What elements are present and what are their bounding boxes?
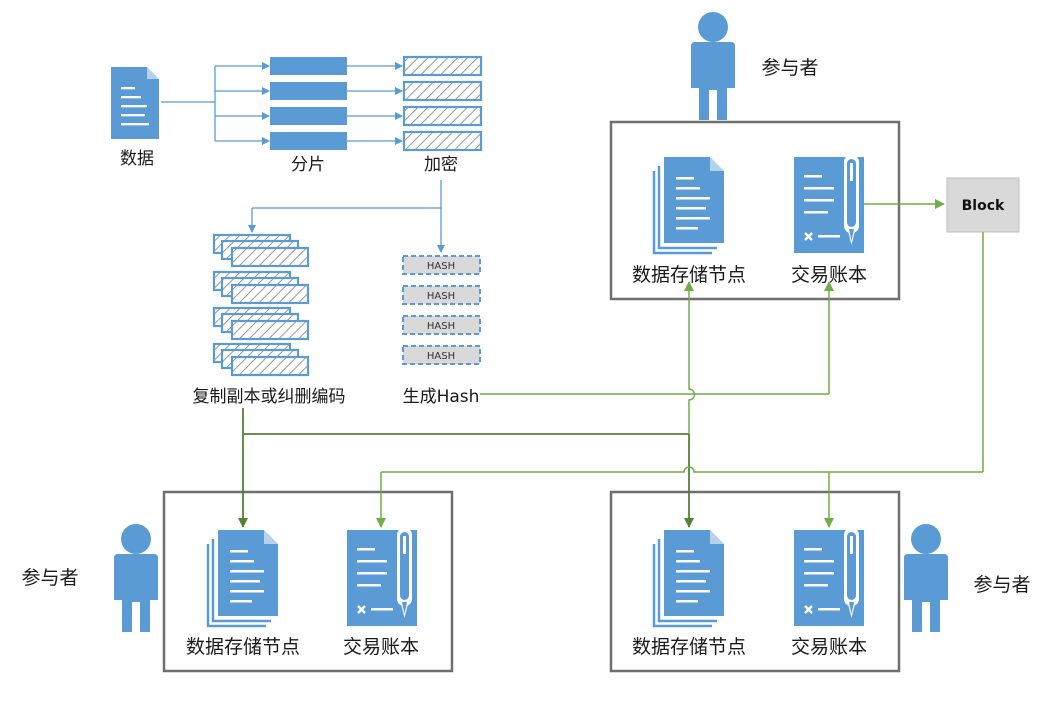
svg-text:HASH: HASH [427, 321, 455, 332]
ledger-label: 交易账本 [343, 636, 419, 658]
encrypted-bar [402, 130, 483, 152]
ledger-label: 交易账本 [791, 264, 867, 286]
svg-text:HASH: HASH [427, 291, 455, 302]
hash-box: HASH [402, 345, 481, 365]
participant-person-icon [904, 524, 948, 632]
svg-text:HASH: HASH [427, 261, 455, 272]
shard-bar [270, 107, 347, 125]
replica-distribution-lines [238, 408, 694, 528]
encrypted-bar [402, 80, 483, 102]
block-box: Block [946, 177, 1020, 233]
ledger-icon [345, 528, 419, 628]
ledger-icon [792, 528, 866, 628]
participant-name: 参与者 [973, 574, 1030, 596]
encrypted-bar [402, 105, 483, 127]
shard-bar [270, 132, 347, 150]
storage-node-icon [206, 528, 280, 628]
gen-hash-label: 生成Hash [403, 387, 480, 407]
shard-bar [270, 57, 347, 75]
shard-label: 分片 [291, 155, 325, 175]
encrypt-arrows [347, 62, 403, 145]
hash-box: HASH [402, 315, 481, 335]
storage-node-icon [652, 155, 726, 255]
storage-node-label: 数据存储节点 [632, 264, 746, 286]
replicate-label: 复制副本或纠删编码 [193, 387, 346, 407]
shard-fanout-lines [161, 62, 270, 145]
shard-bar [270, 82, 347, 100]
participant-person-icon [114, 524, 158, 632]
hash-box: HASH [402, 255, 481, 275]
block-label: Block [962, 198, 1005, 214]
data-file [111, 67, 159, 139]
replica-chunks [212, 233, 310, 377]
encrypt-label: 加密 [424, 155, 458, 175]
storage-node-icon [652, 528, 726, 628]
ledger-icon [792, 155, 866, 255]
participant-person-icon [691, 12, 735, 120]
encrypt-split-lines [248, 180, 445, 253]
storage-node-label: 数据存储节点 [632, 636, 746, 658]
svg-text:HASH: HASH [427, 351, 455, 362]
data-label: 数据 [120, 149, 154, 169]
encrypted-bar [402, 55, 483, 77]
hash-box: HASH [402, 285, 481, 305]
ledger-label: 交易账本 [791, 636, 867, 658]
encrypted-bars [402, 55, 483, 152]
participant-name: 参与者 [21, 567, 78, 589]
shard-bars [270, 57, 347, 150]
hash-ledger-lines [376, 199, 984, 528]
hash-boxes: HASH HASH HASH HASH [402, 255, 481, 365]
storage-node-label: 数据存储节点 [186, 636, 300, 658]
participant-name: 参与者 [761, 57, 818, 79]
